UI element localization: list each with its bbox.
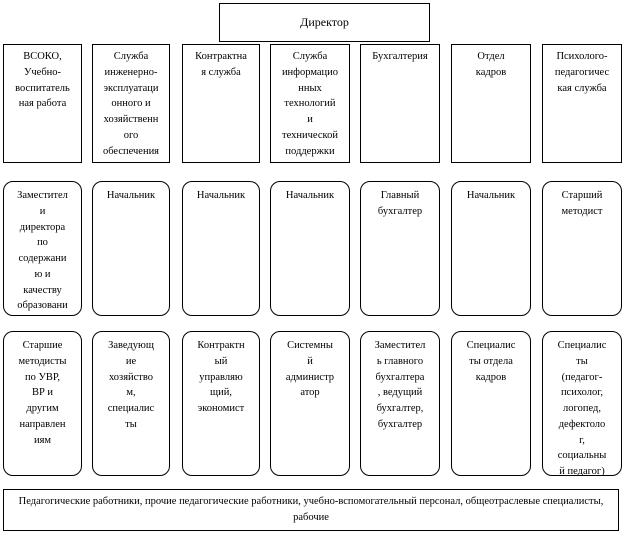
head-label: Начальник <box>466 190 516 201</box>
department-label: Бухгалтерия <box>372 51 428 62</box>
staff-label: Заведующ ие хозяйство м, специалис ты <box>107 340 155 430</box>
staff-label: Старшие методисты по УВР, ВР и другим на… <box>18 340 67 446</box>
staff-label: Заместител ь главного бухгалтера , ведущ… <box>374 340 426 430</box>
head-box-psychology: Старший методист <box>542 181 622 316</box>
staff-box-accounting: Заместител ь главного бухгалтера , ведущ… <box>360 331 440 476</box>
department-label: Психолого- педагогичес кая служба <box>554 51 610 94</box>
head-box-contract: Начальник <box>182 181 260 316</box>
workforce-box: Педагогические работники, прочие педагог… <box>3 489 619 531</box>
department-label: Служба инженерно- эксплуатаци онного и х… <box>102 51 160 157</box>
head-box-vsoko: Заместител и директора по содержани ю и … <box>3 181 82 316</box>
staff-label: Системны й администр атор <box>285 340 335 399</box>
department-label: ВСОКО, Учебно- воспитатель ная работа <box>15 51 70 110</box>
staff-label: Специалис ты (педагог- психолог, логопед… <box>557 340 607 476</box>
head-label: Заместител и директора по содержани ю и … <box>17 190 68 312</box>
head-label: Начальник <box>285 190 335 201</box>
staff-box-it: Системны й администр атор <box>270 331 350 476</box>
department-box-vsoko: ВСОКО, Учебно- воспитатель ная работа <box>3 44 82 163</box>
department-box-accounting: Бухгалтерия <box>360 44 440 163</box>
department-label: Контрактна я служба <box>195 51 247 78</box>
staff-box-hr: Специалис ты отдела кадров <box>451 331 531 476</box>
department-box-engineering: Служба инженерно- эксплуатаци онного и х… <box>92 44 170 163</box>
staff-box-contract: Контрактн ый управляю щий, экономист <box>182 331 260 476</box>
department-label: Отдел кадров <box>475 51 507 78</box>
workforce-label: Педагогические работники, прочие педагог… <box>18 496 604 523</box>
head-box-hr: Начальник <box>451 181 531 316</box>
head-label: Начальник <box>196 190 246 201</box>
head-label: Начальник <box>106 190 156 201</box>
head-box-engineering: Начальник <box>92 181 170 316</box>
department-box-it: Служба информацио нных технологий и техн… <box>270 44 350 163</box>
department-box-psychology: Психолого- педагогичес кая служба <box>542 44 622 163</box>
staff-label: Специалис ты отдела кадров <box>466 340 516 383</box>
head-box-accounting: Главный бухгалтер <box>360 181 440 316</box>
head-box-it: Начальник <box>270 181 350 316</box>
staff-box-psychology: Специалис ты (педагог- психолог, логопед… <box>542 331 622 476</box>
staff-box-engineering: Заведующ ие хозяйство м, специалис ты <box>92 331 170 476</box>
department-label: Служба информацио нных технологий и техн… <box>281 51 339 157</box>
director-box: Директор <box>219 3 430 42</box>
head-label: Главный бухгалтер <box>377 190 423 217</box>
department-box-contract: Контрактна я служба <box>182 44 260 163</box>
head-label: Старший методист <box>561 190 603 217</box>
staff-box-vsoko: Старшие методисты по УВР, ВР и другим на… <box>3 331 82 476</box>
department-box-hr: Отдел кадров <box>451 44 531 163</box>
director-label: Директор <box>300 15 349 29</box>
staff-label: Контрактн ый управляю щий, экономист <box>197 340 245 414</box>
